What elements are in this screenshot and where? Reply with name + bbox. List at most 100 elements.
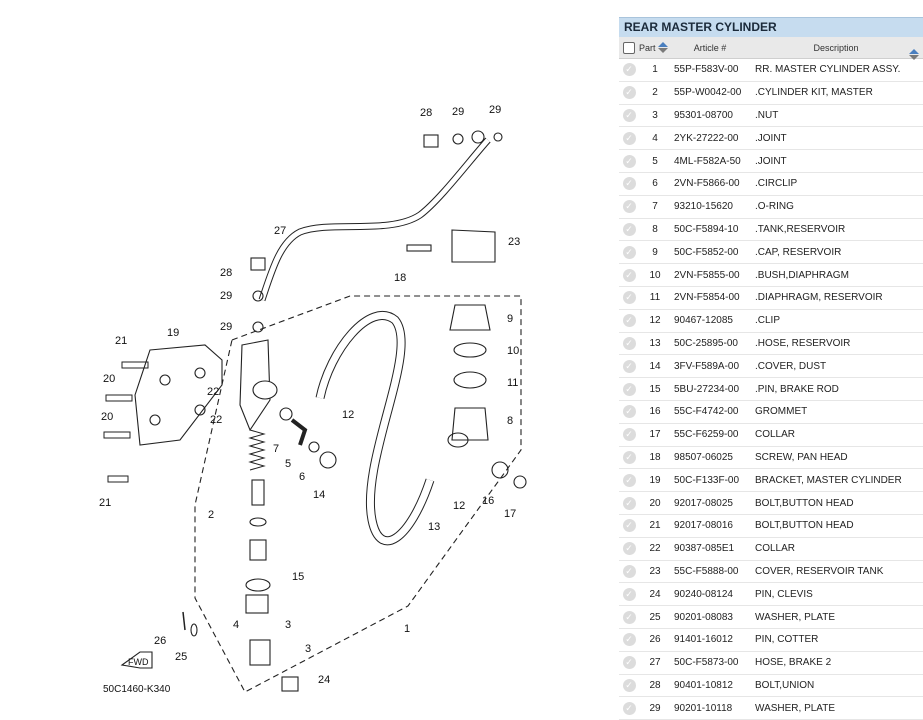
table-row[interactable]: ✓ 23 55C-F5888-00 COVER, RESERVOIR TANK bbox=[619, 561, 923, 584]
cell-article: 55C-F5888-00 bbox=[674, 565, 739, 577]
cell-description: COLLAR bbox=[755, 429, 796, 441]
check-icon[interactable]: ✓ bbox=[622, 359, 636, 373]
check-icon[interactable]: ✓ bbox=[622, 268, 636, 282]
svg-text:20: 20 bbox=[101, 411, 113, 423]
check-icon[interactable]: ✓ bbox=[622, 314, 636, 328]
check-icon[interactable]: ✓ bbox=[622, 587, 636, 601]
svg-text:10: 10 bbox=[507, 345, 519, 357]
svg-text:14: 14 bbox=[313, 489, 325, 501]
cell-article: 90201-08083 bbox=[674, 611, 733, 623]
check-icon[interactable]: ✓ bbox=[622, 450, 636, 464]
sort-icon[interactable] bbox=[657, 42, 668, 53]
cell-article: 5BU-27234-00 bbox=[674, 383, 740, 395]
check-icon[interactable]: ✓ bbox=[622, 222, 636, 236]
check-icon[interactable]: ✓ bbox=[622, 701, 636, 715]
cell-part: 22 bbox=[649, 543, 661, 555]
cell-part: 23 bbox=[649, 565, 661, 577]
cell-article: 90201-10118 bbox=[674, 702, 733, 714]
column-header-part[interactable]: Part bbox=[639, 42, 671, 53]
cell-article: 90467-12085 bbox=[674, 315, 733, 327]
cell-part: 13 bbox=[649, 337, 661, 349]
check-icon[interactable]: ✓ bbox=[622, 542, 636, 556]
cell-article: 92017-08016 bbox=[674, 520, 733, 532]
parts-table: REAR MASTER CYLINDER Part Article # Desc… bbox=[619, 17, 923, 720]
cell-part: 29 bbox=[649, 702, 661, 714]
cell-article: 50C-F5894-10 bbox=[674, 223, 739, 235]
cell-article: 55P-W0042-00 bbox=[674, 87, 742, 99]
column-header-description[interactable]: Description bbox=[749, 43, 923, 60]
check-icon[interactable]: ✓ bbox=[622, 86, 636, 100]
cell-description: .CYLINDER KIT, MASTER bbox=[755, 87, 873, 99]
check-icon[interactable]: ✓ bbox=[622, 336, 636, 350]
callout-labels: 1 2 3 3 4 5 6 7 8 9 10 11 12 12 13 14 15… bbox=[99, 104, 520, 686]
check-icon[interactable]: ✓ bbox=[622, 678, 636, 692]
cell-part: 24 bbox=[649, 588, 661, 600]
cell-description: .O-RING bbox=[755, 201, 794, 213]
check-icon[interactable]: ✓ bbox=[622, 633, 636, 647]
cell-article: 2VN-F5854-00 bbox=[674, 292, 740, 304]
check-icon[interactable]: ✓ bbox=[622, 200, 636, 214]
check-icon[interactable]: ✓ bbox=[622, 131, 636, 145]
check-icon[interactable]: ✓ bbox=[622, 382, 636, 396]
cell-part: 11 bbox=[649, 292, 661, 304]
check-icon[interactable]: ✓ bbox=[622, 496, 636, 510]
select-all-checkbox[interactable] bbox=[623, 41, 635, 54]
check-icon[interactable]: ✓ bbox=[622, 428, 636, 442]
check-icon[interactable]: ✓ bbox=[622, 291, 636, 305]
cell-description: .HOSE, RESERVOIR bbox=[755, 337, 851, 349]
check-icon[interactable]: ✓ bbox=[622, 108, 636, 122]
exploded-parts-diagram: FWD 1 2 3 3 4 5 6 7 8 9 10 11 12 12 13 1… bbox=[99, 104, 527, 695]
check-icon[interactable]: ✓ bbox=[622, 245, 636, 259]
cell-article: 50C-F133F-00 bbox=[674, 474, 740, 486]
check-icon[interactable]: ✓ bbox=[622, 519, 636, 533]
check-icon[interactable]: ✓ bbox=[622, 473, 636, 487]
check-icon[interactable]: ✓ bbox=[622, 656, 636, 670]
check-icon[interactable]: ✓ bbox=[622, 405, 636, 419]
check-icon[interactable]: ✓ bbox=[622, 154, 636, 168]
cell-description: COVER, RESERVOIR TANK bbox=[755, 565, 884, 577]
sort-icon[interactable] bbox=[909, 48, 919, 60]
check-icon[interactable]: ✓ bbox=[622, 63, 636, 77]
check-icon[interactable]: ✓ bbox=[622, 177, 636, 191]
svg-text:17: 17 bbox=[504, 508, 516, 520]
check-icon[interactable]: ✓ bbox=[622, 610, 636, 624]
column-header-article[interactable]: Article # bbox=[693, 42, 727, 53]
cell-description: BRACKET, MASTER CYLINDER bbox=[755, 474, 902, 486]
cell-description: .JOINT bbox=[755, 155, 787, 167]
svg-text:21: 21 bbox=[115, 335, 127, 347]
cell-article: 2YK-27222-00 bbox=[674, 132, 739, 144]
svg-text:26: 26 bbox=[154, 635, 166, 647]
svg-text:13: 13 bbox=[428, 521, 440, 533]
cell-description: .NUT bbox=[755, 109, 779, 121]
check-icon[interactable]: ✓ bbox=[622, 564, 636, 578]
svg-text:29: 29 bbox=[489, 104, 501, 116]
